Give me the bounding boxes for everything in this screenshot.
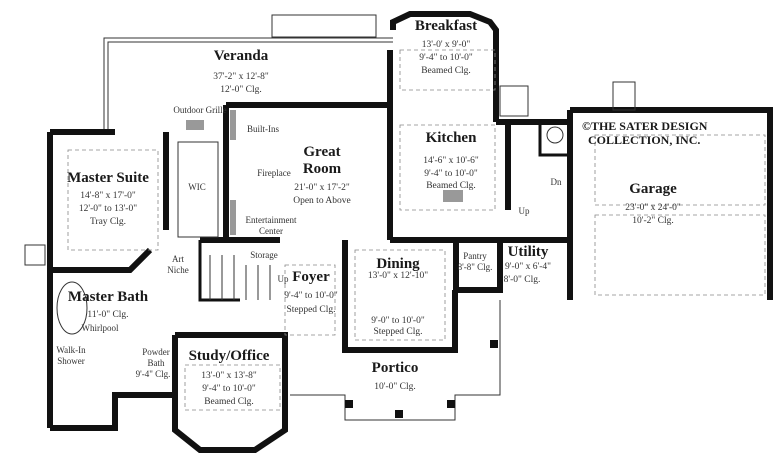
room-name-1: Great — [303, 144, 340, 160]
room-breakfast: Breakfast 13'-0' x 9'-0" 9'-4" to 10'-0"… — [415, 18, 477, 76]
room-ceiling-type: Beamed Clg. — [421, 66, 471, 76]
room-ceiling: 9'-4" Clg. — [136, 369, 171, 379]
room-study: Study/Office 13'-0" x 13'-8" 9'-4" to 10… — [189, 348, 270, 407]
feature-labels: Outdoor Grille Built-Ins Fireplace Enter… — [56, 105, 562, 366]
room-ceiling: 9'-4" to 10'-0" — [419, 53, 473, 63]
room-ceiling: 8'-0" Clg. — [504, 275, 541, 285]
room-ceiling: 10'-2" Clg. — [632, 216, 673, 226]
room-ceiling: 8'-8" Clg. — [458, 262, 493, 272]
room-ceiling-type: Tray Clg. — [90, 217, 126, 227]
room-ceiling: 10'-0" Clg. — [374, 382, 415, 392]
outdoor-grille-label: Outdoor Grille — [173, 105, 226, 115]
room-name: Master Suite — [67, 170, 149, 186]
room-dining: Dining 13'-0" x 12'-10" 9'-0" to 10'-0" … — [368, 256, 428, 337]
room-name: Master Bath — [68, 289, 149, 305]
room-garage: Garage 23'-0" x 24'-0" 10'-2" Clg. — [625, 181, 681, 226]
room-powder-bath: Powder Bath 9'-4" Clg. — [136, 347, 171, 379]
room-ceiling: 9'-0" to 10'-0" — [371, 316, 425, 326]
copyright-notice: ©THE SATER DESIGN COLLECTION, INC. — [582, 119, 708, 147]
room-name-1: Powder — [142, 347, 170, 357]
shower-label-1: Walk-In — [56, 345, 86, 355]
room-dims: 21'-0" x 17'-2" — [294, 183, 350, 193]
room-portico: Portico 10'-0" Clg. — [372, 360, 419, 392]
room-name: Kitchen — [426, 130, 477, 146]
room-name: Study/Office — [189, 348, 270, 364]
shower-label-2: Shower — [57, 356, 85, 366]
art-niche-label-2: Niche — [167, 265, 189, 275]
built-ins-label: Built-Ins — [247, 124, 279, 134]
stair-down-label: Dn — [551, 177, 562, 187]
room-dims: 13'-0' x 9'-0" — [422, 40, 471, 50]
room-dims: 14'-6" x 10'-6" — [423, 156, 479, 166]
storage-label: Storage — [250, 250, 278, 260]
room-name: Veranda — [214, 48, 269, 64]
room-name-2: Bath — [148, 358, 165, 368]
room-master-suite: Master Suite 14'-8" x 17'-0" 12'-0" to 1… — [67, 170, 149, 227]
room-name: Pantry — [463, 251, 487, 261]
walls — [24, 11, 773, 453]
room-name: Portico — [372, 360, 419, 376]
room-name: Foyer — [292, 269, 330, 285]
room-ceiling: 12'-0" to 13'-0" — [79, 204, 137, 214]
whirlpool-label: Whirlpool — [82, 323, 119, 333]
room-ceiling-type: Stepped Clg. — [286, 305, 335, 315]
stair-up-label: Up — [519, 206, 530, 216]
room-name: Utility — [508, 244, 549, 260]
room-utility: Utility 9'-0" x 6'-4" 8'-0" Clg. — [504, 244, 551, 285]
room-veranda: Veranda 37'-2" x 12'-8" 12'-0" Clg. — [213, 48, 269, 95]
room-ceiling-type: Stepped Clg. — [373, 327, 422, 337]
fireplace-label: Fireplace — [257, 168, 290, 178]
room-pantry: Pantry 8'-8" Clg. — [458, 251, 493, 272]
room-dims: 13'-0" x 13'-8" — [201, 371, 257, 381]
copyright-line-2: COLLECTION, INC. — [588, 133, 700, 147]
room-foyer: Foyer 9'-4" to 10'-0" Stepped Clg. — [284, 269, 338, 315]
room-ceiling: 11'-0" Clg. — [87, 310, 128, 320]
entertainment-label-1: Entertainment — [246, 215, 297, 225]
room-name: Breakfast — [415, 18, 477, 34]
wic-label: WIC — [188, 182, 206, 192]
room-dims: 13'-0" x 12'-10" — [368, 271, 428, 281]
room-master-bath: Master Bath 11'-0" Clg. — [68, 289, 149, 320]
room-ceiling: 9'-4" to 10'-0" — [202, 384, 256, 394]
foyer-stair-up-label: Up — [278, 274, 289, 284]
art-niche-label-1: Art — [172, 254, 184, 264]
room-great-room: Great Room 21'-0" x 17'-2" Open to Above — [293, 144, 351, 206]
room-dims: 23'-0" x 24'-0" — [625, 203, 681, 213]
copyright-line-1: ©THE SATER DESIGN — [582, 119, 708, 133]
room-ceiling: 9'-4" to 10'-0" — [424, 169, 478, 179]
room-name: Garage — [629, 181, 677, 197]
room-ceiling-type: Beamed Clg. — [204, 397, 254, 407]
room-dims: 14'-8" x 17'-0" — [80, 191, 136, 201]
room-ceiling: 9'-4" to 10'-0" — [284, 291, 338, 301]
room-name: Dining — [376, 256, 420, 272]
room-name-2: Room — [303, 161, 342, 177]
room-ceiling-type: Beamed Clg. — [426, 181, 476, 191]
room-kitchen: Kitchen 14'-6" x 10'-6" 9'-4" to 10'-0" … — [423, 130, 479, 191]
room-ceiling: 12'-0" Clg. — [220, 85, 261, 95]
room-dims: 9'-0" x 6'-4" — [505, 262, 551, 272]
room-note: Open to Above — [293, 196, 351, 206]
entertainment-label-2: Center — [259, 226, 283, 236]
room-dims: 37'-2" x 12'-8" — [213, 72, 269, 82]
